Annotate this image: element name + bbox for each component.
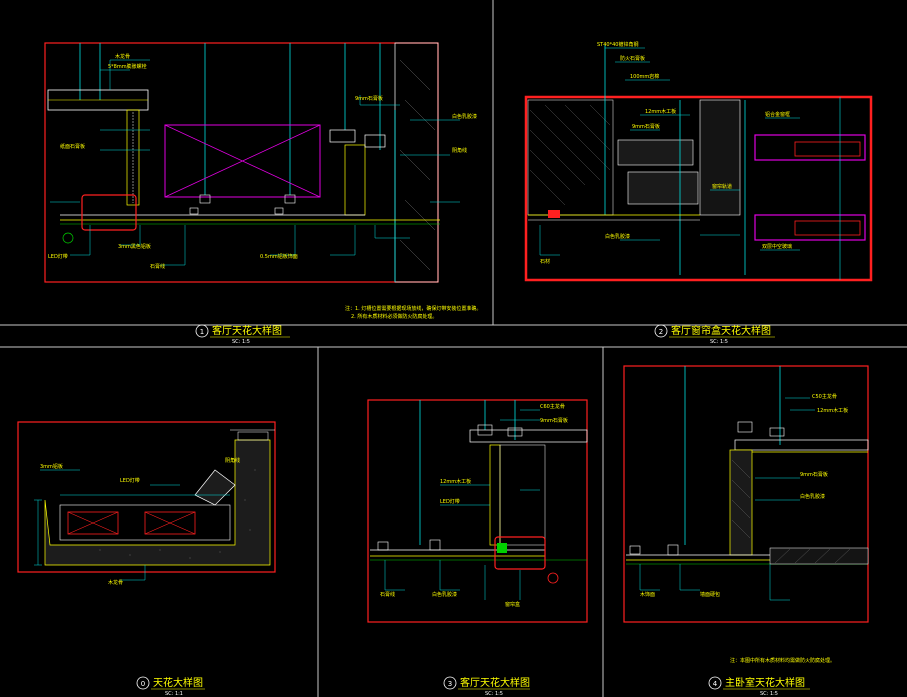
p3-label-4: 石膏线	[380, 591, 395, 598]
p2-label-3: 12mm木工板	[645, 108, 676, 115]
panel-1-title-block: 1 客厅天花大样图 SC: 1:5	[195, 324, 290, 345]
p3-scale: SC: 1:5	[485, 691, 503, 697]
panel-3-labels: C60主龙骨 9mm石膏板 12mm木工板 LED灯带 石膏线 白色乳胶漆 窗帘…	[380, 403, 568, 608]
p2-label-7: 窗帘轨道	[712, 183, 732, 190]
p1-number: 1	[200, 328, 204, 336]
p0-title: 天花大样图	[153, 676, 203, 689]
p1-label-8: 石膏线	[150, 263, 165, 270]
panel-4-title-block: 4 主卧室天花大样图 SC: 1:5	[708, 676, 810, 697]
p4-note-0: 注：本图中所有木质材料均需做防火防腐处理。	[730, 657, 835, 664]
panel-4-drawing	[623, 365, 869, 623]
p1-label-1: 木龙骨	[115, 53, 130, 60]
panel-3-drawing	[367, 399, 588, 623]
p1-label-0: 5*8mm膨胀螺栓	[108, 63, 147, 70]
p2-title: 客厅窗帘盒天花大样图	[671, 324, 771, 337]
panel-3-title-block: 3 客厅天花大样图 SC: 1:5	[443, 676, 530, 697]
p2-label-4: 9mm石膏板	[632, 123, 660, 130]
panel-2-drawing	[524, 45, 873, 282]
p1-label-9: 0.5mm铝板饰面	[260, 253, 298, 260]
p3-label-6: 窗帘盒	[505, 601, 520, 608]
panel-1-drawing	[44, 42, 460, 283]
p1-note-1: 2. 所有木质材料必须做防火防腐处理。	[351, 313, 437, 320]
panel-0-title-block: 0 天花大样图 SC: 1:1	[136, 676, 205, 697]
p3-label-2: 12mm木工板	[440, 478, 471, 485]
p2-label-0: ST40*40镀锌角钢	[597, 41, 638, 48]
p0-scale: SC: 1:1	[165, 691, 183, 697]
panel-0-labels: 3mm铝板 LED灯带 木龙骨 阴角线	[40, 457, 240, 586]
p1-label-5: 阴角线	[452, 147, 467, 154]
p3-title: 客厅天花大样图	[460, 676, 530, 689]
p1-label-4: 白色乳胶漆	[452, 113, 477, 120]
p0-label-3: 阴角线	[225, 457, 240, 464]
p1-label-7: 3mm黑色铝板	[118, 243, 151, 250]
p4-label-4: 木饰面	[640, 591, 655, 598]
p4-label-1: 12mm木工板	[817, 407, 848, 414]
p2-label-5: 铝合金窗框	[765, 111, 790, 118]
p3-label-0: C60主龙骨	[540, 403, 565, 410]
p2-label-9: 白色乳胶漆	[605, 233, 630, 240]
p2-label-1: 防火石膏板	[620, 55, 645, 62]
p1-scale: SC: 1:5	[232, 339, 250, 345]
panel-2-title-block: 2 客厅窗帘盒天花大样图 SC: 1:5	[654, 324, 775, 345]
p3-label-3: LED灯带	[440, 498, 460, 505]
p1-label-6: LED灯带	[48, 253, 68, 260]
panel-1-labels: 5*8mm膨胀螺栓 木龙骨 纸面石膏板 9mm石膏板 白色乳胶漆 阴角线 LED…	[48, 53, 481, 320]
panel-0-drawing	[17, 421, 276, 581]
p1-label-3: 9mm石膏板	[355, 95, 383, 102]
p0-label-2: 木龙骨	[108, 579, 123, 586]
p3-label-5: 白色乳胶漆	[432, 591, 457, 598]
p2-scale: SC: 1:5	[710, 339, 728, 345]
p1-note-0: 注：1. 灯槽位置需要根据现场放线，确保灯带安装位置准确。	[345, 305, 481, 312]
p4-scale: SC: 1:5	[760, 691, 778, 697]
p4-number: 4	[713, 680, 718, 688]
p0-number: 0	[141, 680, 145, 688]
p1-title: 客厅天花大样图	[212, 324, 282, 337]
p2-label-8: 石材	[540, 258, 550, 265]
p4-label-0: C50主龙骨	[812, 393, 837, 400]
p4-title: 主卧室天花大样图	[725, 676, 805, 689]
p2-number: 2	[659, 328, 663, 336]
p4-label-3: 白色乳胶漆	[800, 493, 825, 500]
p4-label-5: 墙面硬包	[700, 591, 720, 598]
p2-label-6: 双层中空玻璃	[762, 243, 792, 250]
p1-label-2: 纸面石膏板	[60, 143, 85, 150]
panel-2-labels: ST40*40镀锌角钢 防火石膏板 100mm岩棉 12mm木工板 9mm石膏板…	[540, 41, 792, 265]
p0-label-1: LED灯带	[120, 477, 140, 484]
p3-label-1: 9mm石膏板	[540, 417, 568, 424]
p2-label-2: 100mm岩棉	[630, 73, 659, 80]
p3-number: 3	[448, 680, 452, 688]
panel-4-labels: C50主龙骨 12mm木工板 9mm石膏板 白色乳胶漆 木饰面 墙面硬包 注：本…	[640, 393, 848, 664]
p0-label-0: 3mm铝板	[40, 463, 63, 470]
p4-label-2: 9mm石膏板	[800, 471, 828, 478]
